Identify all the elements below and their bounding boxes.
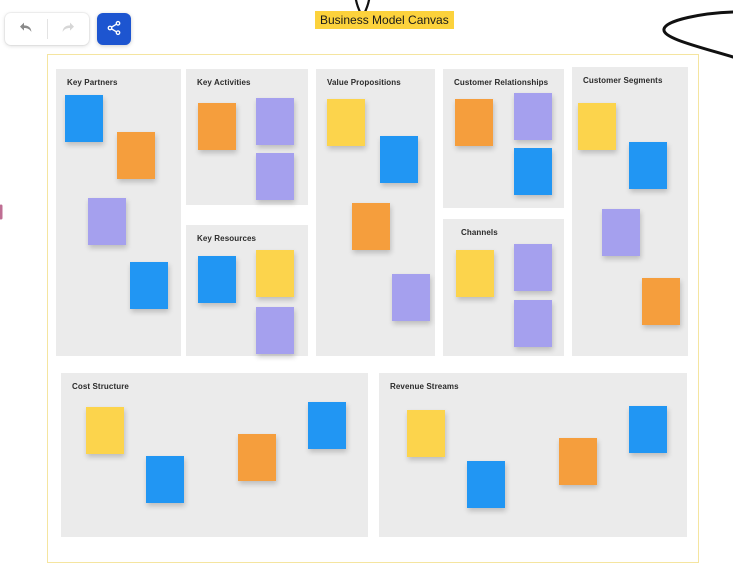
section-label: Key Activities: [197, 78, 251, 87]
undo-button[interactable]: [5, 13, 47, 45]
section-label: Revenue Streams: [390, 382, 459, 391]
loop-stroke-icon[interactable]: [662, 10, 733, 59]
sticky-note-purple[interactable]: [514, 300, 552, 347]
share-button[interactable]: [97, 13, 131, 45]
sticky-note-blue[interactable]: [308, 402, 346, 449]
section-label: Customer Segments: [583, 76, 663, 85]
sticky-note-yellow[interactable]: [327, 99, 365, 146]
sticky-note-orange[interactable]: [559, 438, 597, 485]
share-icon: [106, 20, 122, 39]
sticky-note-yellow[interactable]: [578, 103, 616, 150]
sticky-note-blue[interactable]: [198, 256, 236, 303]
sticky-note-purple[interactable]: [602, 209, 640, 256]
sticky-note-blue[interactable]: [514, 148, 552, 195]
sticky-note-blue[interactable]: [380, 136, 418, 183]
section-label: Channels: [461, 228, 498, 237]
toolbar-divider: [46, 19, 48, 39]
sticky-note-purple[interactable]: [392, 274, 430, 321]
sticky-note-blue[interactable]: [65, 95, 103, 142]
sticky-note-yellow[interactable]: [256, 250, 294, 297]
sticky-note-blue[interactable]: [629, 406, 667, 453]
section-cost-structure[interactable]: Cost Structure: [61, 373, 368, 537]
sticky-note-orange[interactable]: [455, 99, 493, 146]
sticky-note-purple[interactable]: [514, 93, 552, 140]
redo-button[interactable]: [48, 13, 90, 45]
redo-icon: [60, 20, 76, 39]
sticky-note-purple[interactable]: [256, 98, 294, 145]
history-button-group: [5, 13, 89, 45]
sticky-note-orange[interactable]: [642, 278, 680, 325]
sticky-note-blue[interactable]: [629, 142, 667, 189]
sticky-note-yellow[interactable]: [86, 407, 124, 454]
sticky-note-purple[interactable]: [256, 307, 294, 354]
section-label: Cost Structure: [72, 382, 129, 391]
sticky-note-purple[interactable]: [88, 198, 126, 245]
sticky-note-blue[interactable]: [146, 456, 184, 503]
section-label: Key Resources: [197, 234, 257, 243]
section-label: Key Partners: [67, 78, 118, 87]
sticky-note-yellow[interactable]: [456, 250, 494, 297]
sticky-note-orange[interactable]: [117, 132, 155, 179]
sticky-note-orange[interactable]: [198, 103, 236, 150]
sticky-note-blue[interactable]: [130, 262, 168, 309]
sticky-note-yellow[interactable]: [407, 410, 445, 457]
section-label: Customer Relationships: [454, 78, 549, 87]
undo-icon: [18, 20, 34, 39]
sticky-note-blue[interactable]: [467, 461, 505, 508]
sticky-note-orange[interactable]: [238, 434, 276, 481]
canvas-title[interactable]: Business Model Canvas: [315, 11, 454, 29]
sticky-note-orange[interactable]: [352, 203, 390, 250]
toolbar: [5, 13, 131, 45]
sticky-note-purple[interactable]: [256, 153, 294, 200]
section-label: Value Propositions: [327, 78, 401, 87]
sticky-note-purple[interactable]: [514, 244, 552, 291]
